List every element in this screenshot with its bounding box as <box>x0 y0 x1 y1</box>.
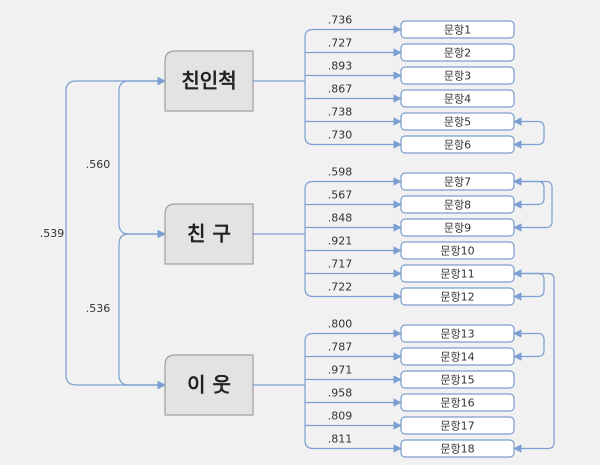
item-label: 문항9 <box>444 222 471 235</box>
loading-coefficient: .809 <box>328 410 353 423</box>
item-node <box>400 416 515 435</box>
error-covariance-path <box>513 269 555 453</box>
factor-label: 이 웃 <box>187 373 231 397</box>
loading-coefficient: .958 <box>328 387 353 400</box>
loading-coefficient: .727 <box>328 37 353 50</box>
loading-coefficient: .800 <box>328 318 353 331</box>
item-node <box>400 324 515 343</box>
item-node <box>400 393 515 412</box>
item-node <box>400 20 515 39</box>
loading-coefficient: .921 <box>328 235 353 248</box>
item-node <box>400 287 515 306</box>
loading-coefficient: .738 <box>328 106 353 119</box>
loading-coefficient: .971 <box>328 364 353 377</box>
loading-path <box>304 329 402 342</box>
loading-coefficient: .787 <box>328 341 353 354</box>
factor-node <box>164 50 254 112</box>
item-label: 문항5 <box>444 116 471 129</box>
item-node <box>400 347 515 366</box>
error-covariance-path <box>513 117 545 149</box>
item-label: 문항16 <box>440 397 474 410</box>
factor-correlation-path <box>118 229 166 390</box>
item-node <box>400 264 515 283</box>
loading-coefficient: .598 <box>328 166 353 179</box>
error-covariance-path <box>513 177 545 209</box>
item-node <box>400 43 515 62</box>
correlation-coefficient: .539 <box>40 227 65 240</box>
item-node <box>400 370 515 389</box>
loading-path <box>304 25 402 38</box>
item-label: 문항4 <box>444 93 471 106</box>
item-node <box>400 439 515 458</box>
loading-coefficient: .893 <box>328 60 353 73</box>
item-label: 문항13 <box>440 328 474 341</box>
loading-path <box>304 440 402 453</box>
loading-coefficient: .567 <box>328 189 353 202</box>
loading-coefficient: .867 <box>328 83 353 96</box>
factor-label: 친 구 <box>187 222 231 246</box>
item-node <box>400 241 515 260</box>
item-label: 문항14 <box>440 351 474 364</box>
item-node <box>400 89 515 108</box>
loading-coefficient: .736 <box>328 14 353 27</box>
correlation-coefficient: .536 <box>86 302 111 315</box>
loading-coefficient: .722 <box>328 281 353 294</box>
error-covariance-path <box>513 269 545 301</box>
item-label: 문항15 <box>440 374 474 387</box>
item-label: 문항7 <box>444 176 471 189</box>
item-node <box>400 195 515 214</box>
item-node <box>400 66 515 85</box>
item-node <box>400 135 515 154</box>
item-label: 문항10 <box>440 245 474 258</box>
item-label: 문항17 <box>440 420 474 433</box>
loading-path <box>304 136 402 149</box>
item-label: 문항1 <box>444 24 471 37</box>
factor-correlation-path <box>118 76 166 239</box>
factor-node <box>164 354 254 416</box>
item-label: 문항11 <box>440 268 474 281</box>
correlation-coefficient: .560 <box>86 158 111 171</box>
item-node <box>400 172 515 191</box>
item-label: 문항18 <box>440 443 474 456</box>
factor-correlation-path <box>65 76 166 390</box>
item-label: 문항3 <box>444 70 471 83</box>
factor-label: 친인척 <box>181 69 236 93</box>
factor-node <box>164 203 254 265</box>
loading-coefficient: .717 <box>328 258 353 271</box>
error-covariance-path <box>513 329 545 361</box>
error-covariance-path <box>513 177 553 232</box>
loading-coefficient: .730 <box>328 129 353 142</box>
item-label: 문항6 <box>444 139 471 152</box>
item-label: 문항12 <box>440 291 474 304</box>
item-label: 문항2 <box>444 47 471 60</box>
loading-coefficient: .848 <box>328 212 353 225</box>
loading-coefficient: .811 <box>328 433 353 446</box>
item-node <box>400 112 515 131</box>
item-label: 문항8 <box>444 199 471 212</box>
item-node <box>400 218 515 237</box>
loading-path <box>304 177 402 190</box>
loading-path <box>304 288 402 301</box>
